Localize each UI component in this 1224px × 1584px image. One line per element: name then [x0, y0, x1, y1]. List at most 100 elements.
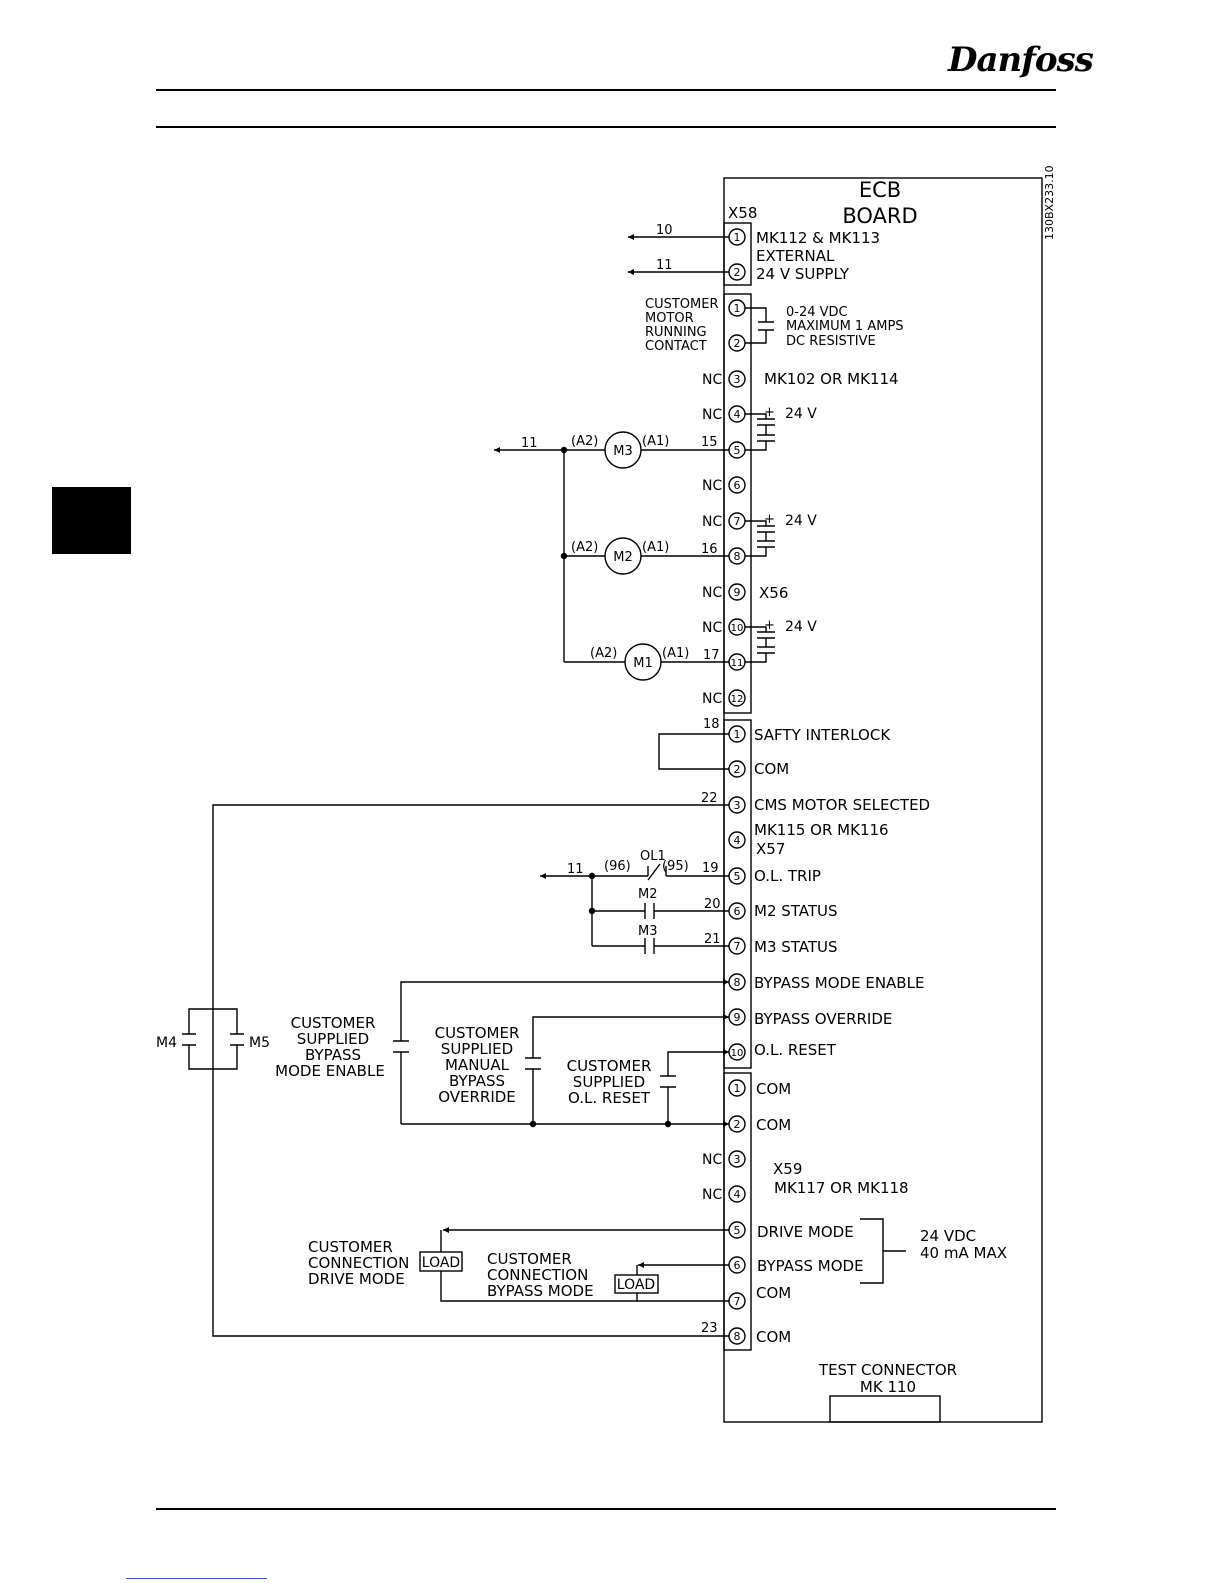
- svg-text:O.L. TRIP: O.L. TRIP: [754, 867, 821, 885]
- svg-text:COM: COM: [754, 760, 789, 778]
- svg-text:NC: NC: [702, 620, 722, 636]
- svg-text:5: 5: [734, 444, 741, 457]
- svg-text:SUPPLIED: SUPPLIED: [297, 1030, 369, 1048]
- svg-text:6: 6: [734, 905, 741, 918]
- svg-text:NC: NC: [702, 372, 722, 388]
- svg-text:1: 1: [734, 728, 741, 741]
- svg-text:2: 2: [734, 763, 741, 776]
- x59-nc-labels: NC NC: [702, 1152, 722, 1203]
- svg-text:7: 7: [734, 1295, 741, 1308]
- svg-text:+: +: [764, 618, 775, 633]
- svg-text:CMS MOTOR SELECTED: CMS MOTOR SELECTED: [754, 796, 930, 814]
- drive-mode-return: [440, 1271, 729, 1302]
- svg-text:BYPASS: BYPASS: [305, 1046, 361, 1064]
- x58-desc-1: MK112 & MK113: [756, 229, 880, 247]
- coil-m1-label: M1: [633, 656, 653, 671]
- wire-11-label: 11: [521, 436, 538, 451]
- x56-nc-labels: NC NC NC NC NC NC NC: [702, 372, 722, 707]
- svg-text:6: 6: [734, 479, 741, 492]
- svg-text:24 V: 24 V: [785, 619, 817, 635]
- svg-text:NC: NC: [702, 691, 722, 707]
- ol1-label: OL1: [640, 849, 666, 864]
- m3-contact-label: M3: [638, 924, 658, 939]
- safety-interlock-jumper: [658, 733, 729, 770]
- m4-m5-contacts: M4 M5: [156, 1008, 270, 1070]
- svg-text:BYPASS MODE: BYPASS MODE: [487, 1282, 594, 1300]
- svg-text:11: 11: [567, 862, 584, 877]
- cms-motor-selected-loop: [212, 804, 729, 1337]
- svg-text:4: 4: [734, 408, 741, 421]
- svg-text:CUSTOMER: CUSTOMER: [308, 1238, 393, 1256]
- svg-text:CONNECTION: CONNECTION: [487, 1266, 588, 1284]
- svg-text:SAFTY INTERLOCK: SAFTY INTERLOCK: [754, 726, 891, 744]
- svg-text:NC: NC: [702, 514, 722, 530]
- x59-part-label: MK117 OR MK118: [774, 1179, 909, 1197]
- svg-text:M2 STATUS: M2 STATUS: [754, 902, 838, 920]
- x58-pin-2: 2: [728, 263, 746, 281]
- svg-text:DRIVE MODE: DRIVE MODE: [308, 1270, 405, 1288]
- svg-text:CUSTOMER: CUSTOMER: [645, 297, 718, 312]
- svg-text:10: 10: [731, 1048, 744, 1059]
- svg-text:CONTACT: CONTACT: [645, 339, 707, 354]
- svg-text:NC: NC: [702, 1152, 722, 1168]
- driver-output-7-8: + 24 V: [745, 512, 817, 557]
- x57-housing: [723, 719, 752, 1069]
- svg-text:2: 2: [734, 266, 741, 279]
- svg-text:(A1): (A1): [642, 540, 669, 555]
- header-rule-bottom: [156, 126, 1056, 128]
- svg-text:MOTOR: MOTOR: [645, 311, 694, 326]
- svg-text:16: 16: [701, 542, 718, 557]
- cust-bypass-label: CUSTOMER CONNECTION BYPASS MODE: [487, 1250, 594, 1300]
- x59-housing: [723, 1072, 752, 1351]
- coil-m2-label: M2: [613, 550, 633, 565]
- x58-desc-3: 24 V SUPPLY: [756, 265, 850, 283]
- drawing-id: 130BX233.10: [1043, 165, 1056, 240]
- x56-label: X56: [759, 584, 788, 602]
- svg-text:O.L. RESET: O.L. RESET: [754, 1041, 837, 1059]
- m4-label: M4: [156, 1035, 177, 1051]
- board-title-board: BOARD: [842, 204, 917, 228]
- svg-text:RUNNING: RUNNING: [645, 325, 707, 340]
- svg-text:(A2): (A2): [571, 540, 598, 555]
- x57-label: X57: [756, 840, 785, 858]
- svg-text:10: 10: [731, 623, 744, 634]
- svg-text:(A1): (A1): [662, 646, 689, 661]
- svg-text:LOAD: LOAD: [422, 1255, 460, 1271]
- contact-rating: 0-24 VDC MAXIMUM 1 AMPS DC RESISTIVE: [786, 305, 904, 349]
- footer-rule: [156, 1508, 1056, 1510]
- test-connector-socket: [829, 1395, 941, 1423]
- danfoss-logo: Danfoss: [948, 40, 1094, 80]
- ol1-contact: [647, 863, 667, 881]
- svg-text:MANUAL: MANUAL: [445, 1056, 510, 1074]
- svg-text:9: 9: [734, 586, 741, 599]
- bypass-override-switch: [525, 1017, 729, 1124]
- x58-wire-10-label: 10: [656, 223, 673, 238]
- svg-text:M3 STATUS: M3 STATUS: [754, 938, 838, 956]
- svg-text:1: 1: [734, 302, 741, 315]
- board-title-ecb: ECB: [859, 178, 901, 202]
- x58-wire-11-label: 11: [656, 258, 673, 273]
- coil-m3-label: M3: [613, 444, 633, 459]
- svg-text:(A1): (A1): [642, 434, 669, 449]
- svg-text:8: 8: [734, 1330, 741, 1343]
- chapter-tab-marker: [52, 487, 131, 554]
- header-rule-top: [156, 89, 1056, 91]
- svg-text:+: +: [764, 512, 775, 527]
- svg-text:CUSTOMER: CUSTOMER: [567, 1057, 652, 1075]
- svg-text:(95): (95): [662, 859, 689, 874]
- svg-text:CUSTOMER: CUSTOMER: [487, 1250, 572, 1268]
- wire-22-label: 22: [701, 791, 718, 806]
- driver-output-10-11: + 24 V: [745, 618, 817, 663]
- cust-drive-label: CUSTOMER CONNECTION DRIVE MODE: [308, 1238, 409, 1288]
- x57-pins: 1 2 3 4 5 6 7 8 9 10: [728, 725, 746, 1061]
- svg-text:DRIVE MODE: DRIVE MODE: [757, 1223, 854, 1241]
- svg-text:5: 5: [734, 870, 741, 883]
- x57-signal-labels: SAFTY INTERLOCK COM CMS MOTOR SELECTED O…: [754, 726, 930, 1059]
- svg-text:19: 19: [702, 861, 719, 876]
- svg-text:BYPASS: BYPASS: [449, 1072, 505, 1090]
- svg-text:(96): (96): [604, 859, 631, 874]
- svg-text:CONNECTION: CONNECTION: [308, 1254, 409, 1272]
- test-connector-part: MK 110: [860, 1378, 916, 1396]
- x58-desc-2: EXTERNAL: [756, 247, 835, 265]
- svg-text:LOAD: LOAD: [617, 1277, 655, 1293]
